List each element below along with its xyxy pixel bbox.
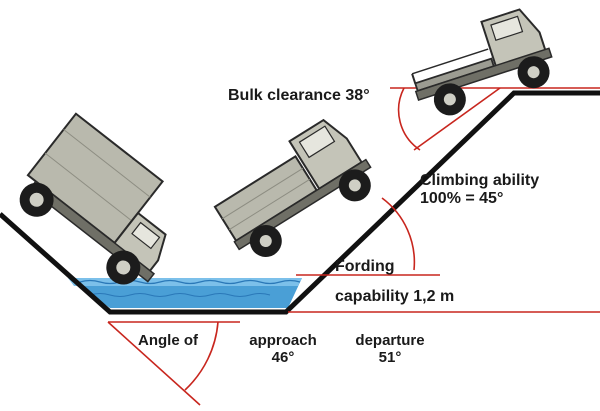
departure-label: departure <box>355 332 425 349</box>
angle-of-label: Angle of <box>138 332 198 349</box>
truck-climbing-slope <box>213 118 372 258</box>
approach-label: approach <box>249 332 317 349</box>
fording-capability-label: capability 1,2 m <box>335 288 455 305</box>
departure-angle-label: departure 51° <box>340 332 440 367</box>
climbing-ability-label: Climbing ability 100% = 45° <box>420 172 539 209</box>
approach-arc <box>184 321 219 391</box>
approach-angle-label: approach 46° <box>238 332 328 367</box>
bulk-clearance-ray <box>413 87 501 151</box>
approach-ray <box>107 321 201 406</box>
terrain-profile <box>0 90 600 315</box>
truck-flatbed-crest <box>411 8 553 116</box>
truck-box-descending <box>19 112 167 285</box>
climbing-ability-line1: Climbing ability <box>420 172 540 189</box>
departure-value: 51° <box>378 349 402 367</box>
approach-value: 46° <box>271 349 295 367</box>
climbing-ability-line2: 100% = 45° <box>420 190 504 208</box>
climbing-ability-arc <box>381 197 416 271</box>
bulk-clearance-arc <box>397 87 421 151</box>
bulk-clearance-label: Bulk clearance 38° <box>228 87 370 104</box>
fording-label: Fording <box>335 258 395 275</box>
